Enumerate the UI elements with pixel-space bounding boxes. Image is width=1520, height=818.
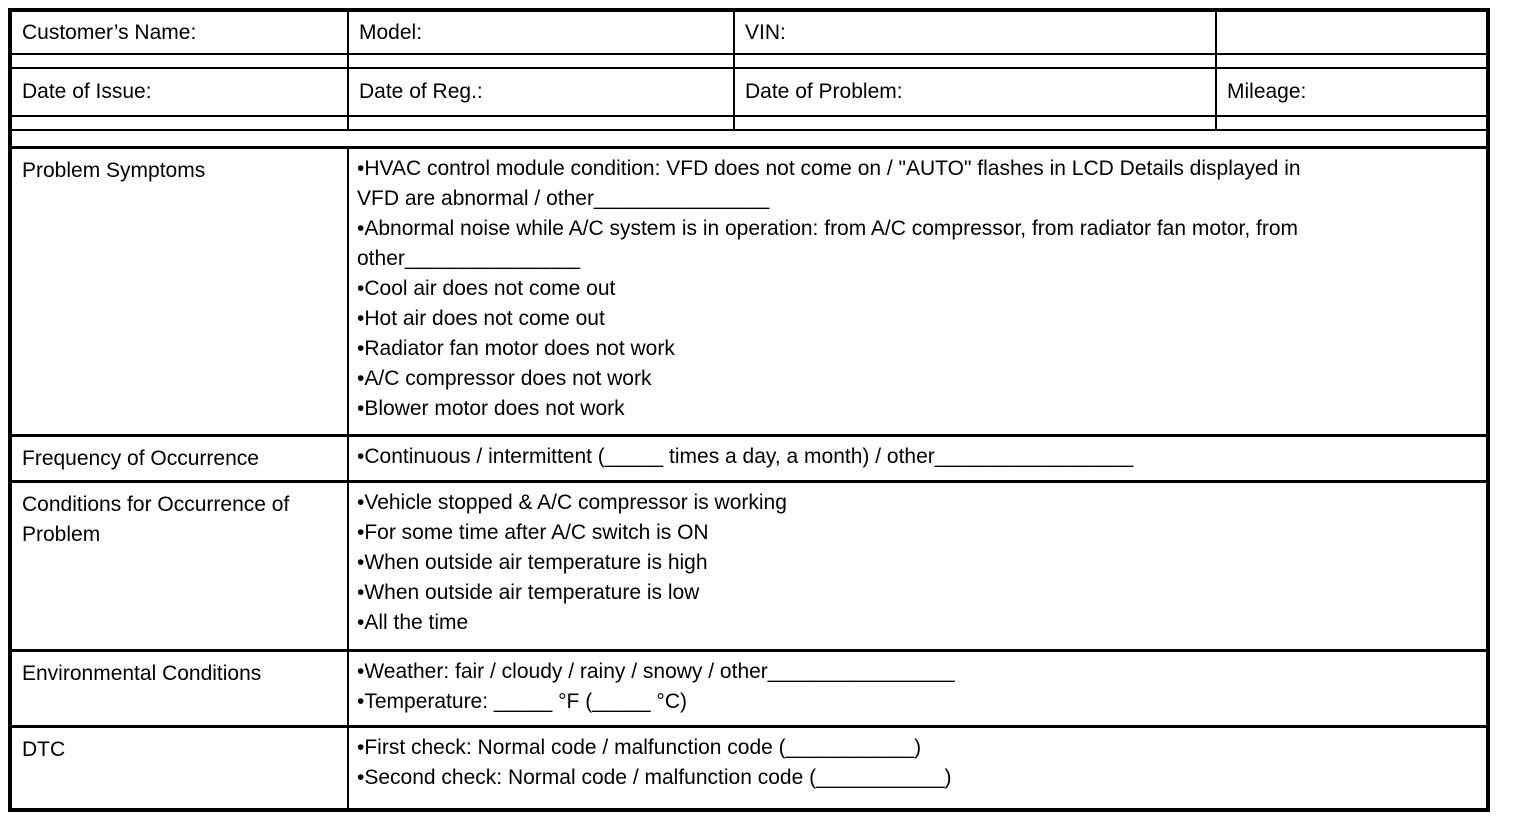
empty-cell [12, 55, 349, 69]
row-label-environmental-conditions: Environmental Conditions [12, 652, 349, 728]
empty-cell [12, 117, 349, 131]
header-empty-cell [1217, 12, 1486, 55]
form-line: •HVAC control module condition: VFD does… [357, 157, 1301, 180]
empty-cell [735, 117, 1217, 131]
form-line: •First check: Normal code / malfunction … [357, 736, 922, 759]
detail-table: Problem Symptoms •HVAC control module co… [12, 146, 1486, 808]
form-line: •Continuous / intermittent (_____ times … [357, 445, 1134, 468]
row-label-conditions-for-occurrence: Conditions for Occurrence of Problem [12, 483, 349, 652]
empty-cell [349, 55, 735, 69]
row-label-problem-symptoms: Problem Symptoms [12, 149, 349, 437]
frequency-content: •Continuous / intermittent (_____ times … [349, 437, 1486, 483]
form-line: •A/C compressor does not work [357, 367, 652, 390]
form-line: •When outside air temperature is high [357, 551, 708, 574]
empty-cell [1217, 55, 1486, 69]
form-line: •Vehicle stopped & A/C compressor is wor… [357, 491, 787, 514]
vin-label: VIN: [735, 12, 1217, 55]
form-frame: Customer’s Name: Model: VIN: Date of Iss… [8, 8, 1490, 812]
date-of-issue-label: Date of Issue: [12, 69, 349, 117]
row-label-dtc: DTC [12, 728, 349, 808]
mileage-label: Mileage: [1217, 69, 1486, 117]
customer-name-label: Customer’s Name: [12, 12, 349, 55]
table-gap [12, 131, 1486, 146]
form-line: •Weather: fair / cloudy / rainy / snowy … [357, 660, 955, 683]
row-label-frequency-of-occurrence: Frequency of Occurrence [12, 437, 349, 483]
form-line: VFD are abnormal / other_______________ [357, 187, 770, 210]
environmental-content: •Weather: fair / cloudy / rainy / snowy … [349, 652, 1486, 728]
header-table: Customer’s Name: Model: VIN: Date of Iss… [12, 12, 1486, 131]
date-of-problem-label: Date of Problem: [735, 69, 1217, 117]
problem-symptoms-content: •HVAC control module condition: VFD does… [349, 149, 1486, 437]
form-line: •Second check: Normal code / malfunction… [357, 766, 952, 789]
form-line: •Radiator fan motor does not work [357, 337, 675, 360]
form-line: •For some time after A/C switch is ON [357, 521, 709, 544]
form-line: •Abnormal noise while A/C system is in o… [357, 217, 1299, 240]
model-label: Model: [349, 12, 735, 55]
form-line: •Cool air does not come out [357, 277, 616, 300]
empty-cell [349, 117, 735, 131]
form-line: •When outside air temperature is low [357, 581, 700, 604]
date-of-reg-label: Date of Reg.: [349, 69, 735, 117]
form-line: •Blower motor does not work [357, 397, 625, 420]
dtc-content: •First check: Normal code / malfunction … [349, 728, 1486, 808]
empty-cell [735, 55, 1217, 69]
empty-cell [1217, 117, 1486, 131]
form-line: •Temperature: _____ °F (_____ °C) [357, 690, 687, 713]
conditions-content: •Vehicle stopped & A/C compressor is wor… [349, 483, 1486, 652]
form-line: •All the time [357, 611, 469, 634]
form-line: other_______________ [357, 247, 581, 270]
form-line: •Hot air does not come out [357, 307, 605, 330]
